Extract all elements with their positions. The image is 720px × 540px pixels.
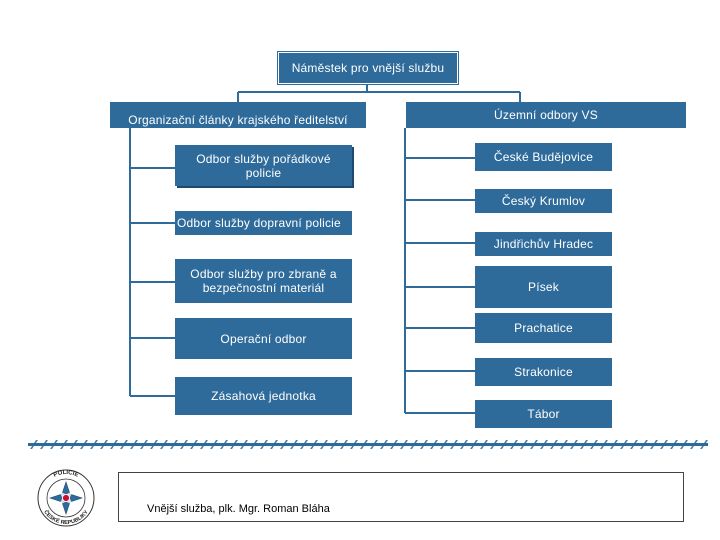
right-item-jindrichuv-hradec: Jindřichův Hradec	[475, 232, 612, 256]
left-branch-header: Organizační články krajského ředitelství	[110, 102, 366, 128]
right-item-label: Jindřichův Hradec	[493, 237, 594, 251]
right-item-label: Strakonice	[514, 365, 573, 379]
left-item-label: Odbor služby dopravní policie	[177, 216, 341, 230]
footer-box: Vnější služba, plk. Mgr. Roman Bláha	[118, 472, 684, 522]
left-item-label: Operační odbor	[220, 331, 307, 346]
svg-text:POLICIE: POLICIE	[53, 470, 79, 479]
left-branch-header-label: Organizační články krajského ředitelství	[128, 113, 348, 127]
left-item-zasahova: Zásahová jednotka	[175, 377, 352, 415]
right-branch-header: Územní odbory VS	[406, 102, 686, 128]
root-label: Náměstek pro vnější službu	[291, 61, 445, 75]
right-item-label: Český Krumlov	[501, 194, 586, 208]
left-item-zbrane: Odbor služby pro zbraně a bezpečnostní m…	[175, 259, 352, 303]
right-item-tabor: Tábor	[475, 400, 612, 428]
left-item-dopravni: Odbor služby dopravní policie	[175, 211, 352, 235]
decorative-stripe	[28, 440, 708, 449]
left-item-label: Odbor služby pro zbraně a bezpečnostní m…	[190, 267, 337, 295]
right-item-label: Prachatice	[514, 321, 573, 335]
root-node: Náměstek pro vnější službu	[278, 52, 458, 84]
right-item-label: Tábor	[527, 407, 560, 421]
left-item-porádkove: Odbor služby pořádkové policie	[175, 145, 352, 186]
left-item-label: Zásahová jednotka	[211, 389, 316, 403]
right-item-prachatice: Prachatice	[475, 313, 612, 343]
logo-text-top: POLICIE	[53, 470, 79, 479]
right-item-ceske-budejovice: České Budějovice	[475, 143, 612, 171]
police-star-seal-icon: POLICIE ČESKÉ REPUBLIKY	[37, 469, 95, 527]
footer-text: Vnější služba, plk. Mgr. Roman Bláha	[147, 503, 330, 515]
right-branch-header-label: Územní odbory VS	[494, 108, 598, 122]
right-item-label: České Budějovice	[493, 150, 594, 164]
right-item-label: Písek	[527, 280, 559, 294]
left-item-label: Odbor služby pořádkové policie	[196, 151, 331, 180]
left-item-operacni: Operační odbor	[175, 318, 352, 359]
right-item-cesky-krumlov: Český Krumlov	[475, 189, 612, 213]
right-item-strakonice: Strakonice	[475, 358, 612, 386]
right-item-pisek: Písek	[475, 266, 612, 308]
